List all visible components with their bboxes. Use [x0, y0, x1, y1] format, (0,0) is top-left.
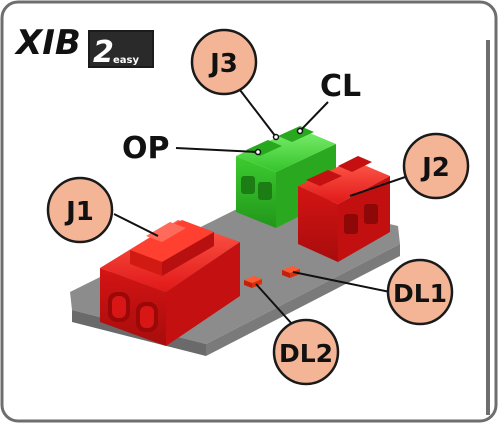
callout-dl2: DL2	[272, 318, 340, 386]
callout-j1: J1	[46, 176, 114, 244]
callout-dl2-label: DL2	[279, 339, 333, 368]
brand-logo: 2 easy	[88, 30, 154, 70]
endpoint-j3	[272, 133, 280, 141]
callout-j1-label: J1	[64, 197, 94, 227]
brand-logo-digit: 2	[93, 35, 114, 70]
callout-dl1: DL1	[386, 258, 454, 326]
callout-j2: J2	[402, 132, 470, 200]
j2-connector	[298, 156, 390, 262]
leader-lines	[113, 89, 415, 325]
callout-dl1-label: DL1	[393, 279, 447, 308]
j1-connector	[100, 220, 240, 346]
leader-cl	[299, 101, 329, 132]
brand-name: XIB	[14, 23, 81, 63]
endpoint-cl	[296, 127, 304, 135]
brand-logo-text: easy	[113, 55, 139, 66]
callout-j3: J3	[190, 28, 258, 96]
leader-dl1	[292, 271, 391, 293]
callout-j2-label: J2	[420, 153, 450, 183]
leader-dl2	[255, 283, 293, 325]
dl1-led	[282, 266, 300, 278]
leader-op	[175, 147, 259, 153]
leader-j3	[239, 89, 277, 138]
leader-j2	[349, 173, 415, 197]
label-op: OP	[122, 131, 170, 166]
leader-j1	[113, 213, 159, 237]
label-cl: CL	[320, 69, 361, 104]
dl2-led	[244, 276, 262, 288]
endpoint-op	[254, 148, 262, 156]
callout-j3-label: J3	[208, 49, 238, 79]
leader-endpoints	[254, 127, 304, 156]
